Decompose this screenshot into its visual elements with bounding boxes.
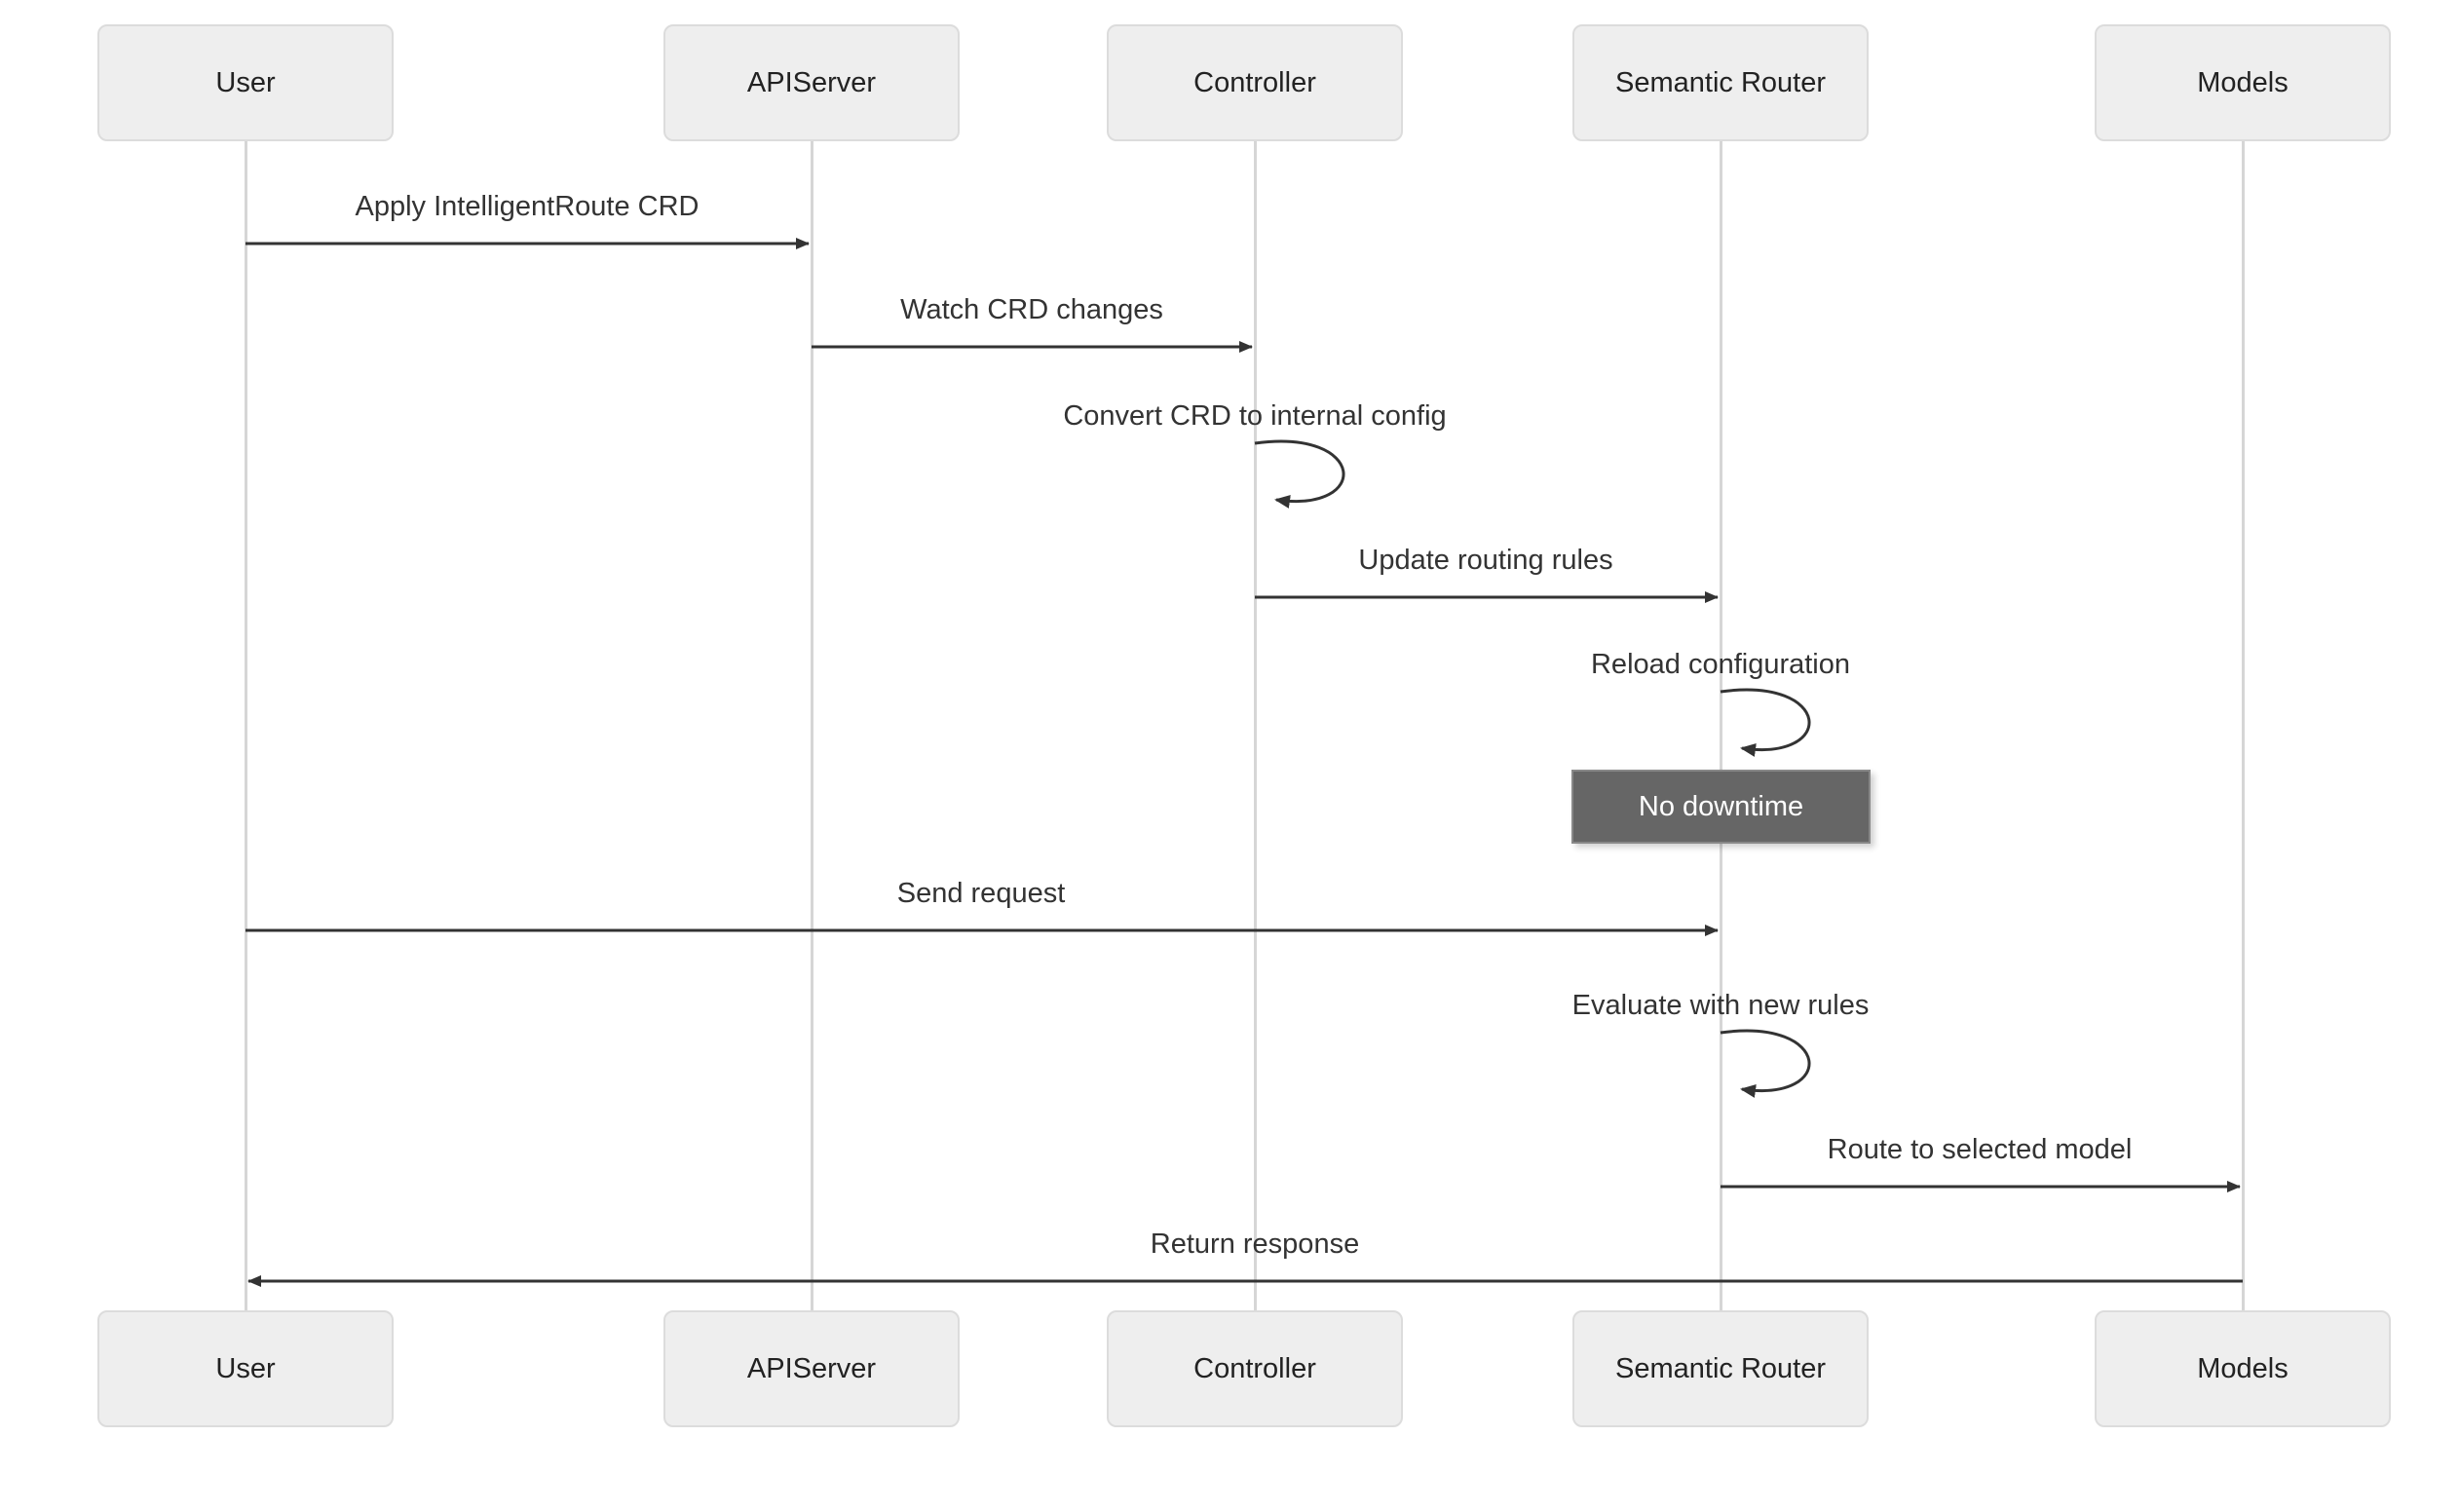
message-label-evaluate-rules: Evaluate with new rules	[1571, 990, 1870, 1021]
actor-controller-top[interactable]: Controller	[1107, 24, 1403, 141]
actor-label-apiserver-top: APIServer	[746, 66, 877, 98]
actor-apiserver-bottom[interactable]: APIServer	[663, 1310, 960, 1427]
note-label-no-downtime: No downtime	[1638, 790, 1804, 822]
actor-label-router-bottom: Semantic Router	[1615, 1352, 1826, 1384]
actor-user-bottom[interactable]: User	[97, 1310, 394, 1427]
self-message-loop-reload-config	[1720, 688, 1811, 757]
message-label-return-response: Return response	[1150, 1228, 1360, 1260]
actor-label-models-top: Models	[2197, 66, 2289, 98]
lifeline-apiserver	[811, 141, 813, 1310]
actor-label-user-bottom: User	[215, 1352, 276, 1384]
actor-user-top[interactable]: User	[97, 24, 394, 141]
self-message-loop-evaluate-rules	[1720, 1029, 1811, 1098]
actor-controller-bottom[interactable]: Controller	[1107, 1310, 1403, 1427]
message-label-watch-crd: Watch CRD changes	[900, 294, 1163, 325]
lifeline-user	[245, 141, 247, 1310]
actor-label-user-top: User	[215, 66, 276, 98]
message-label-update-rules: Update routing rules	[1358, 545, 1613, 576]
message-label-apply-crd: Apply IntelligentRoute CRD	[355, 191, 700, 222]
actor-router-top[interactable]: Semantic Router	[1572, 24, 1869, 141]
lifeline-models	[2242, 141, 2245, 1310]
actor-label-controller-top: Controller	[1193, 66, 1316, 98]
self-message-loop-convert-crd	[1254, 439, 1345, 509]
actor-label-controller-bottom: Controller	[1193, 1352, 1316, 1384]
message-label-send-request: Send request	[896, 878, 1066, 909]
message-label-convert-crd: Convert CRD to internal config	[1063, 400, 1447, 432]
message-label-reload-config: Reload configuration	[1590, 649, 1851, 680]
actor-label-models-bottom: Models	[2197, 1352, 2289, 1384]
actor-label-router-top: Semantic Router	[1615, 66, 1826, 98]
actor-apiserver-top[interactable]: APIServer	[663, 24, 960, 141]
actor-router-bottom[interactable]: Semantic Router	[1572, 1310, 1869, 1427]
actor-models-bottom[interactable]: Models	[2095, 1310, 2391, 1427]
message-label-route-model: Route to selected model	[1827, 1134, 2133, 1165]
lifeline-router	[1720, 141, 1722, 1310]
note-no-downtime[interactable]: No downtime	[1571, 770, 1871, 844]
actor-models-top[interactable]: Models	[2095, 24, 2391, 141]
lifeline-controller	[1254, 141, 1257, 1310]
actor-label-apiserver-bottom: APIServer	[746, 1352, 877, 1384]
